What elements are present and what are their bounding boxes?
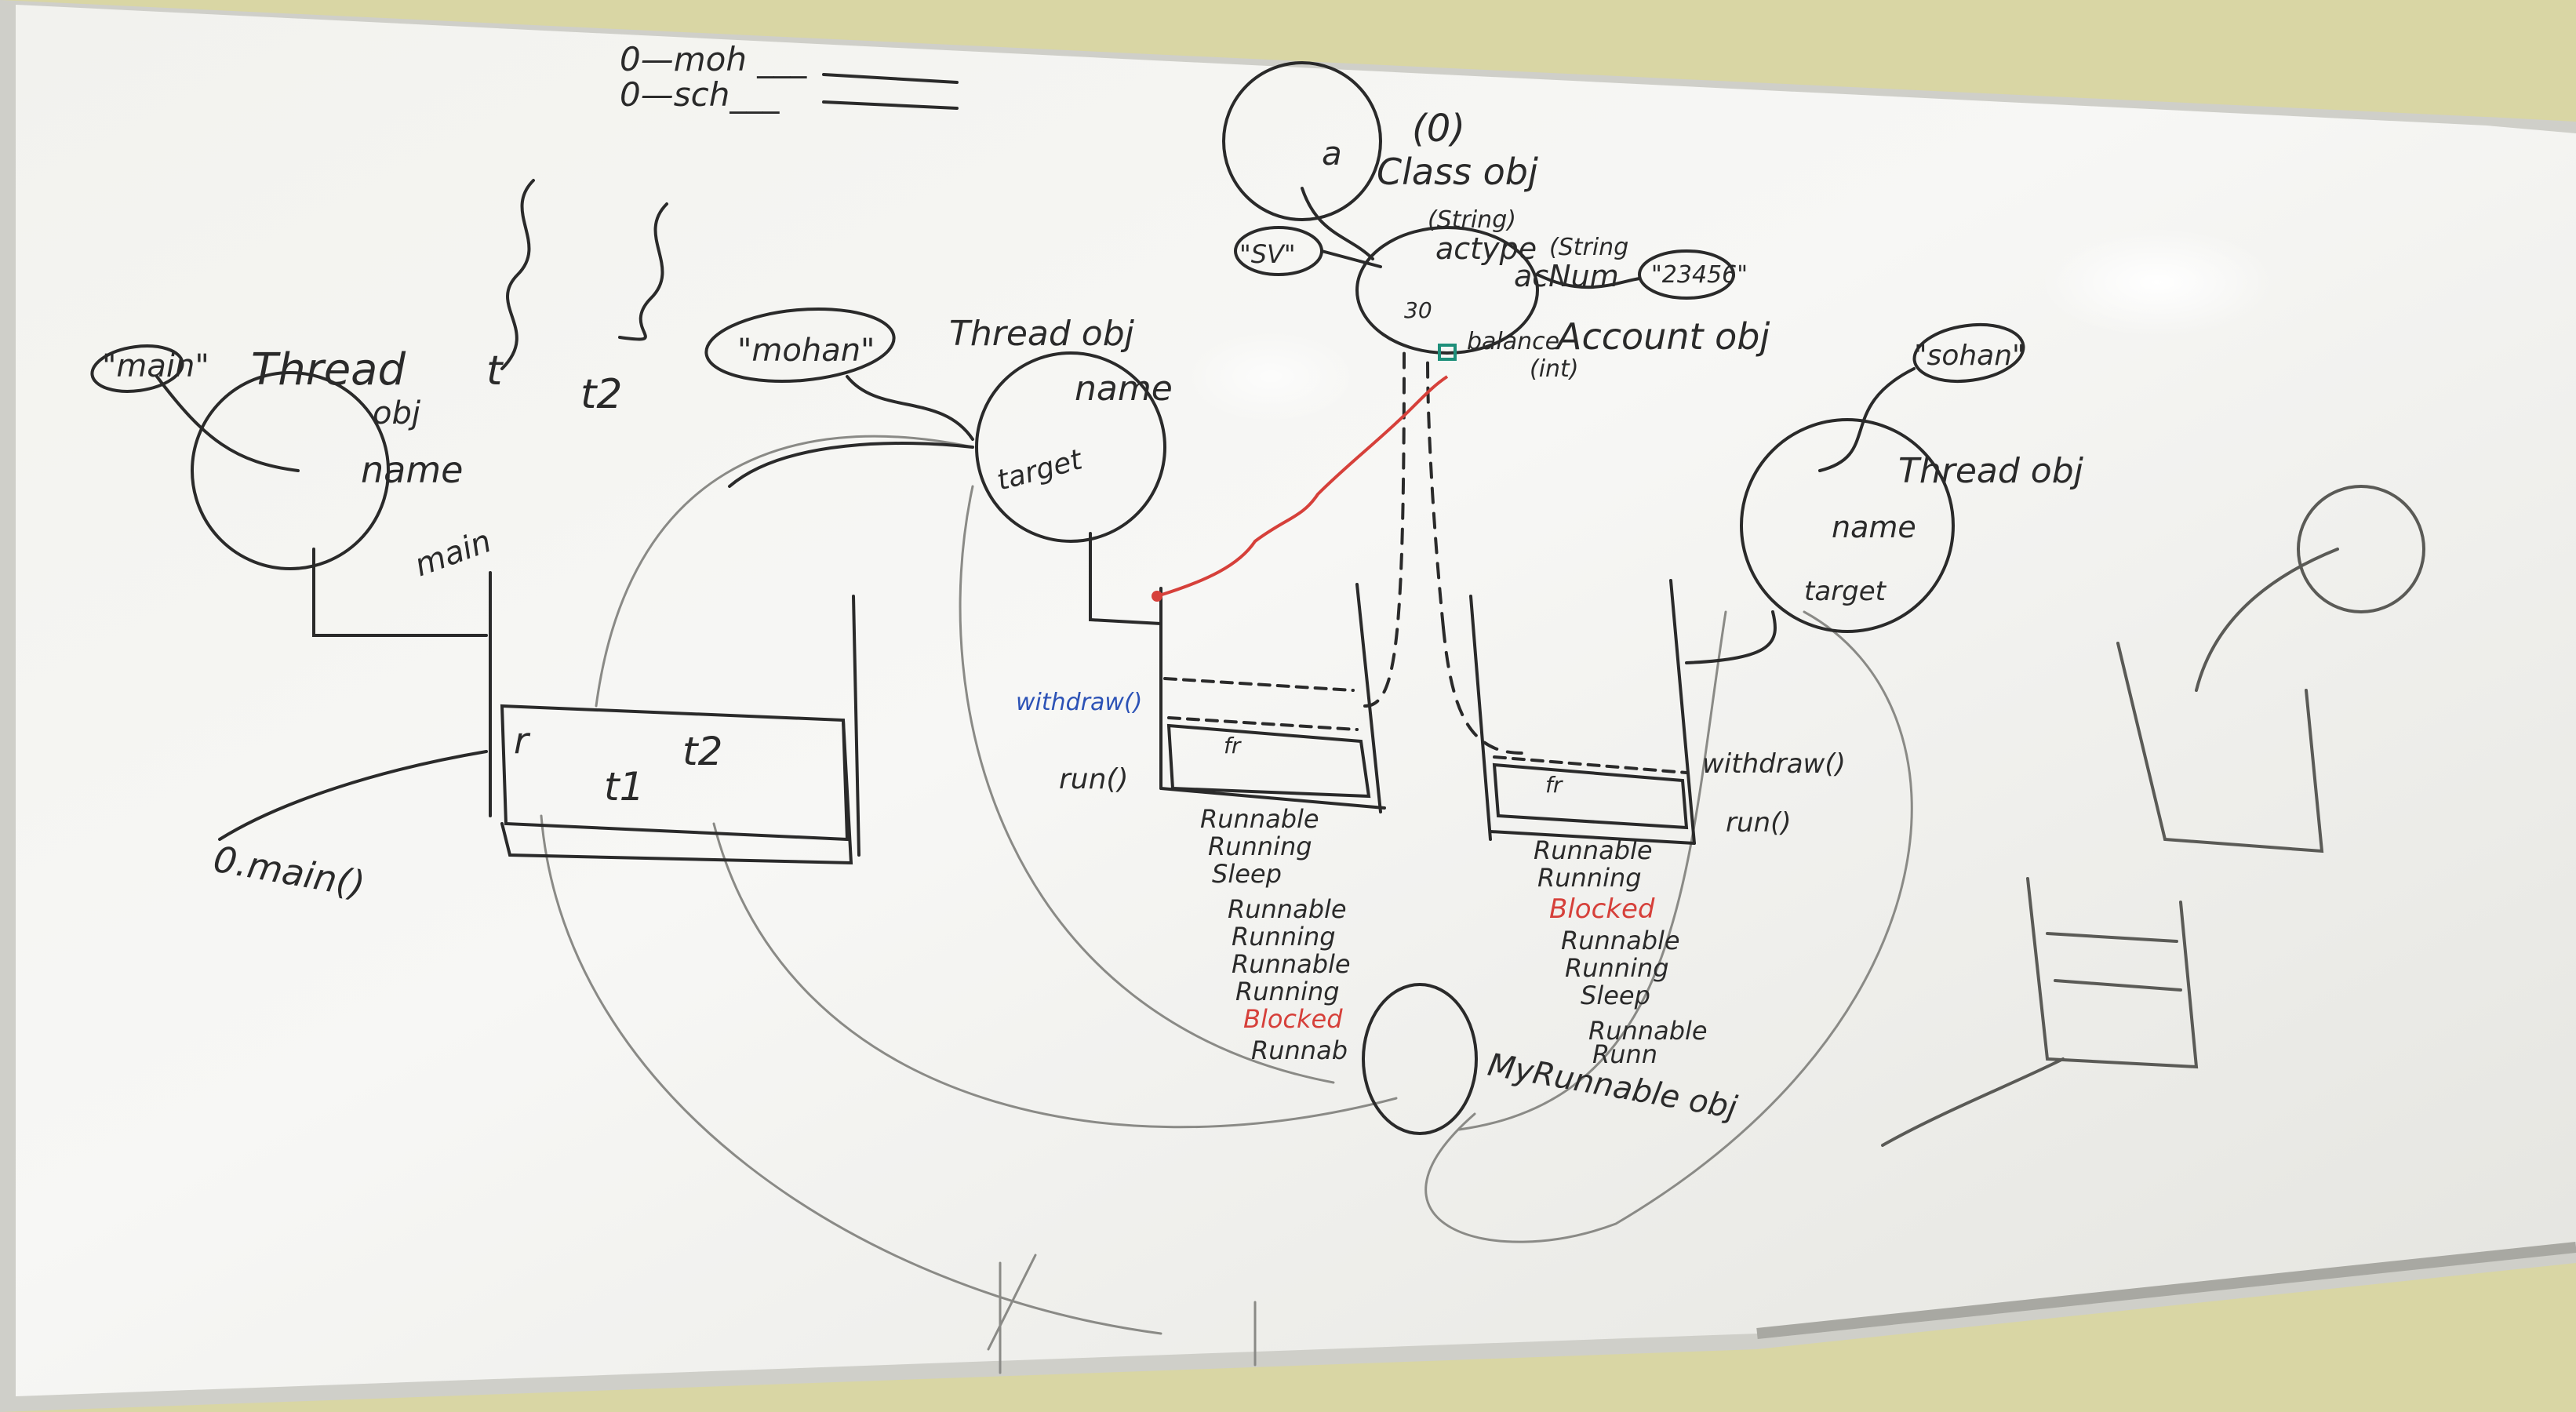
acnum-value: "23456": [1651, 261, 1748, 289]
right-stack-frame: fr: [1545, 772, 1563, 798]
teal-marker: [1438, 344, 1457, 361]
main-string: "main": [102, 348, 209, 384]
light-glare: [2039, 227, 2275, 337]
acnum-type: (String: [1549, 234, 1628, 261]
main-field-name: name: [361, 449, 463, 491]
actype-type: (String): [1428, 206, 1516, 234]
right-stack-run: run(): [1726, 807, 1792, 839]
whiteboard: [16, 5, 2576, 1396]
left-stack-run: run(): [1059, 763, 1129, 795]
sohan-string: "sohan": [1914, 340, 2025, 372]
right-state-5: Sleep: [1581, 981, 1650, 1010]
left-state-8: Runnab: [1251, 1035, 1348, 1065]
board-tray: [1756, 1242, 2576, 1339]
account-obj-title: Account obj: [1555, 315, 1770, 358]
left-state-5: Runnable: [1232, 949, 1351, 979]
balance-value: 30: [1404, 297, 1432, 323]
frame-var-t1: t1: [604, 764, 644, 810]
red-arrow-tail: [1152, 591, 1162, 602]
actype-field: actype: [1435, 231, 1537, 266]
left-state-2: Sleep: [1212, 859, 1282, 889]
frame-var-r: r: [514, 719, 531, 762]
red-arrow: [1156, 375, 1449, 598]
sohan-field-name: name: [1832, 510, 1916, 544]
mohan-field-name: name: [1075, 369, 1173, 409]
left-state-7: Blocked: [1243, 1004, 1343, 1034]
class-obj-title: Class obj: [1377, 151, 1538, 193]
sv-string: "SV": [1239, 239, 1296, 269]
mohan-thread-title: Thread obj: [949, 314, 1135, 354]
acnum-field: acNum: [1514, 259, 1619, 293]
left-state-1: Running: [1208, 832, 1312, 861]
left-state-6: Running: [1235, 977, 1340, 1006]
right-state-2: Blocked: [1549, 893, 1655, 925]
light-glare: [1184, 329, 1357, 424]
frame-var-t2: t2: [682, 729, 722, 774]
left-state-0: Runnable: [1200, 804, 1319, 834]
top-note-2: 0—sch___: [620, 75, 780, 114]
right-state-6: Runnable: [1588, 1016, 1708, 1046]
class-obj-count: (0): [1412, 107, 1465, 151]
right-state-3: Runnable: [1561, 926, 1680, 955]
balance-field: balance: [1467, 328, 1559, 355]
sohan-field-target: target: [1804, 576, 1887, 607]
mohan-string: "mohan": [737, 333, 875, 369]
left-state-4: Running: [1232, 922, 1336, 952]
left-state-3: Runnable: [1228, 894, 1347, 924]
right-state-0: Runnable: [1534, 835, 1653, 865]
left-stack-withdraw: withdraw(): [1016, 689, 1142, 716]
thread-label-t2: t2: [580, 371, 622, 418]
right-state-1: Running: [1537, 863, 1642, 893]
right-stack-withdraw: withdraw(): [1702, 748, 1846, 780]
sohan-thread-title: Thread obj: [1898, 451, 2084, 491]
main-thread-obj: obj: [373, 395, 421, 431]
thread-label-t: t: [486, 348, 504, 395]
board-text: 0—moh ___ 0—sch___ t t2 "main" Thread ob…: [102, 40, 2084, 1126]
main-thread-title: Thread: [251, 344, 406, 395]
class-obj-var: a: [1322, 134, 1342, 173]
top-note-1: 0—moh ___: [620, 40, 807, 78]
left-stack-frame: fr: [1224, 733, 1242, 759]
ink-sketch: [90, 61, 2425, 1374]
right-state-7: Runn: [1592, 1039, 1657, 1069]
balance-type: (int): [1530, 355, 1579, 383]
right-state-4: Running: [1565, 953, 1669, 983]
